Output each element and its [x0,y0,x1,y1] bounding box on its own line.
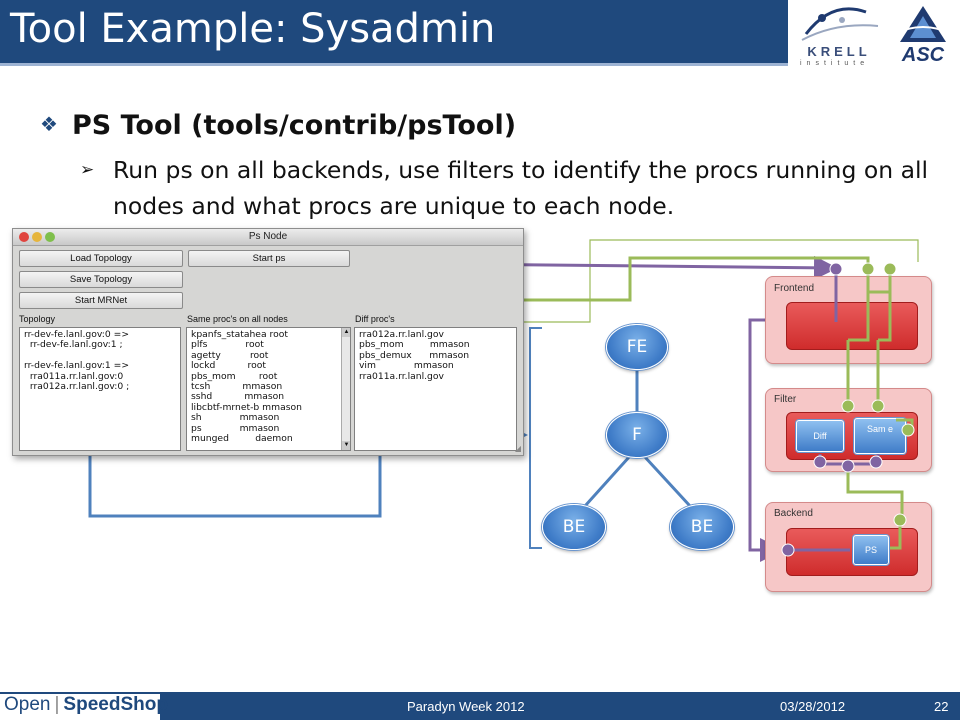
footer-bar [160,693,960,720]
scroll-down-icon[interactable]: ▼ [342,441,350,450]
same-proc-row: plfs root [191,339,264,351]
topology-line: rr-dev-fe.lanl.gov:1 => [24,360,130,372]
same-proc-row: pbs_mom root [191,370,278,382]
diff-proc-row: rra011a.rr.lanl.gov [359,370,444,382]
ps-box: PS [853,535,889,565]
start-ps-button[interactable]: Start ps [188,250,350,267]
load-topology-button[interactable]: Load Topology [19,250,183,267]
diff-proc-row: rra012a.rr.lanl.gov [359,329,444,340]
resize-grip-icon[interactable]: ◢ [514,444,521,453]
save-topology-button[interactable]: Save Topology [19,271,183,288]
tree-node-f: F [606,412,668,458]
window-title: Ps Node [248,231,288,242]
topology-label: Topology [19,314,56,324]
asc-logo-text: ASC [901,44,945,66]
start-mrnet-button[interactable]: Start MRNet [19,292,183,309]
window-titlebar[interactable]: Ps Node [13,229,523,246]
same-filter-box: Sam e [854,418,906,454]
title-bar [0,0,788,66]
tree-node-fe: FE [606,324,668,370]
maximize-icon[interactable] [45,232,55,242]
topology-line: rra011a.rr.lanl.gov:0 [24,370,124,382]
minimize-icon[interactable] [32,232,42,242]
same-proc-row: lockd root [191,360,266,372]
backend-label: Backend [774,508,813,519]
tree-node-be-left: BE [542,504,606,550]
same-proc-row: sshd mmason [191,391,285,403]
topology-line: rra012a.rr.lanl.gov:0 ; [24,381,130,393]
green-arrow-diff [414,256,870,312]
slide-title: Tool Example: Sysadmin [10,6,496,52]
same-proc-row: tcsh mmason [191,381,283,393]
diff-procs-label: Diff proc's [355,314,395,324]
topology-line: rr-dev-fe.lanl.gov:1 ; [24,339,123,351]
backend-process [786,528,918,576]
same-proc-row: ps mmason [191,422,280,434]
krell-logo-subtext: institute [800,60,870,67]
filter-label: Filter [774,394,797,405]
same-procs-label: Same proc's on all nodes [187,314,288,324]
asc-logo: ASC [890,4,956,68]
frontend-label: Frontend [774,283,815,294]
scroll-up-icon[interactable]: ▲ [342,328,350,337]
bullet-main: ❖ PS Tool (tools/contrib/psTool) [40,110,516,141]
krell-logo-text: KRELL [807,44,871,59]
diff-filter-box: Diff [796,420,844,452]
bullet-sub: ➢ Run ps on all backends, use filters to… [80,152,950,224]
footer-date: 03/28/2012 [780,699,846,714]
close-icon[interactable] [19,232,29,242]
tree-node-be-right: BE [670,504,734,550]
diff-proc-row: pbs_mom mmason [359,339,470,351]
same-proc-row: agetty root [191,349,269,361]
openspeedshop-logo: Open|SpeedShop [4,694,168,715]
frontend-process [786,302,918,350]
ps-node-window: Ps Node Load Topology Start ps Save Topo… [12,228,524,456]
bullet-main-text: PS Tool (tools/contrib/psTool) [71,110,517,141]
same-proc-row: munged daemon [191,433,293,445]
diff-proc-row: pbs_demux mmason [359,349,470,361]
arrow-bullet-icon: ➢ [80,160,95,180]
slide-number: 22 [934,699,949,714]
diff-proc-row: vim mmason [359,360,454,372]
diamond-bullet-icon: ❖ [40,112,58,136]
tree-bracket [529,327,542,549]
topology-list[interactable]: rr-dev-fe.lanl.gov:0 => rr-dev-fe.lanl.g… [19,327,181,451]
footer-event: Paradyn Week 2012 [407,699,525,714]
same-proc-row: sh mmason [191,412,280,424]
same-proc-row: kpanfs_statahea root [191,329,288,340]
krell-logo: KRELL institute [792,4,886,68]
bullet-sub-text: Run ps on all backends, use filters to i… [113,156,929,220]
topology-line: rr-dev-fe.lanl.gov:0 => [24,329,130,340]
same-proc-row: libcbtf-mrnet-b mmason [191,401,302,413]
same-procs-scrollbar[interactable]: ▲ ▼ [341,328,350,450]
